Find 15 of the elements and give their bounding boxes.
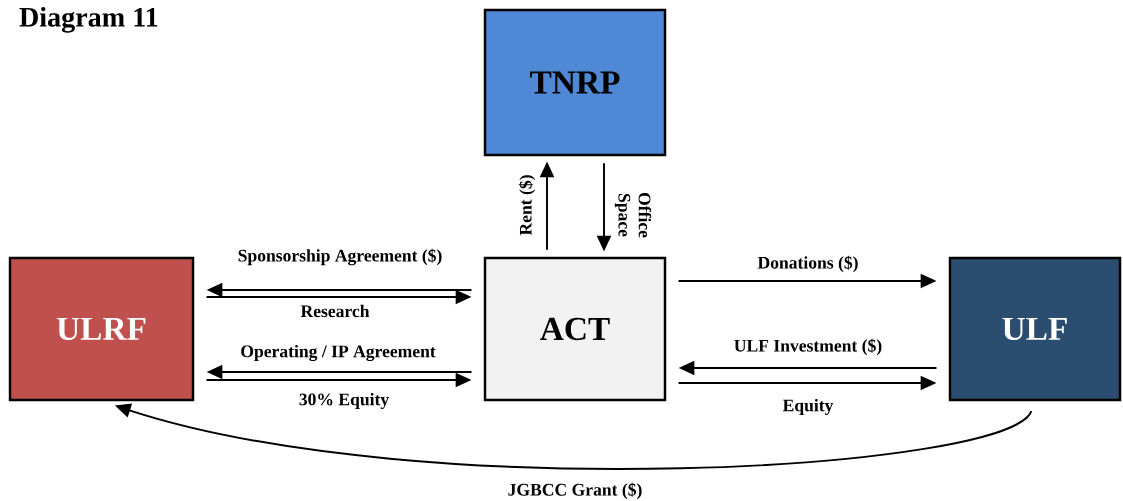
edge-label: Donations ($) <box>755 254 861 274</box>
edge-label: 30% Equity <box>297 391 391 411</box>
edge-label: Sponsorship Agreement ($) <box>235 246 445 268</box>
entity-box: TNRP <box>483 8 667 157</box>
title: Diagram 11 <box>19 6 158 33</box>
edge-label: Rent ($) <box>517 172 537 238</box>
edge-label: ULF Investment ($) <box>732 337 884 357</box>
entity-box: ACT <box>483 256 667 402</box>
edge-label: JGBCC Grant ($) <box>505 481 645 501</box>
entity-box: ULRF <box>8 256 195 402</box>
edge-label: Operating / IP Agreement <box>238 343 438 363</box>
edge-label: Office Space <box>613 183 653 247</box>
entity-box: ULF <box>948 256 1122 402</box>
edge-label: Research <box>298 303 372 319</box>
edge-label: Equity <box>780 397 836 417</box>
